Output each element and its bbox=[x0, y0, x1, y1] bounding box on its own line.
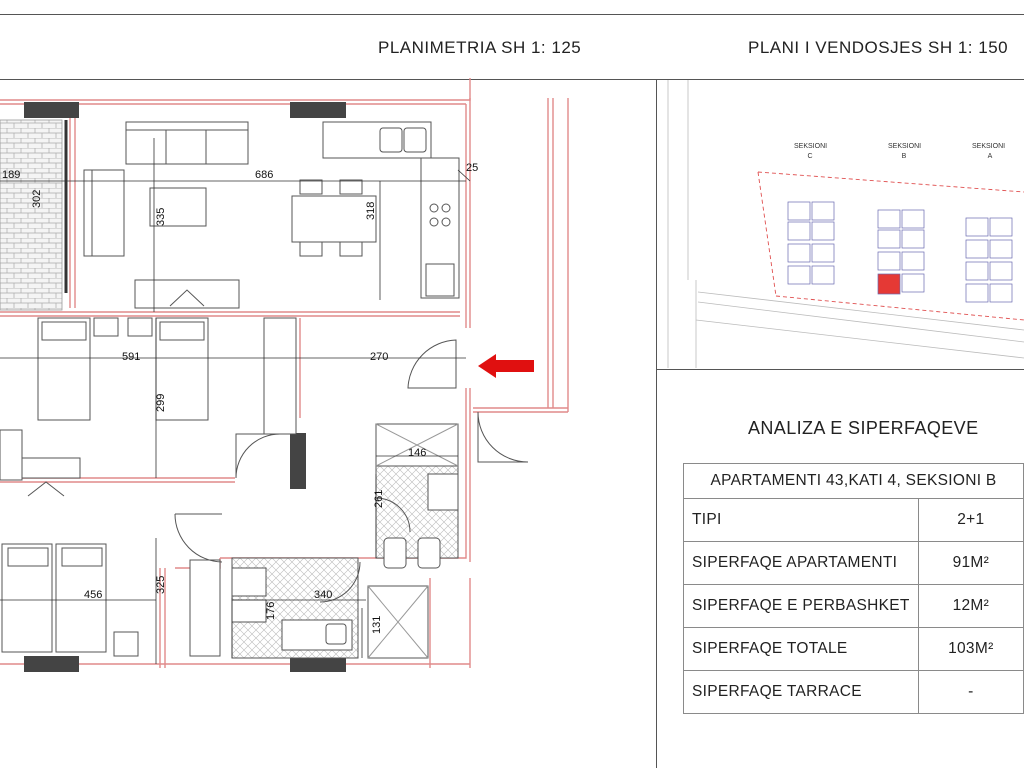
header-divider bbox=[0, 79, 1024, 80]
bedroom-2-furniture bbox=[1, 543, 221, 657]
dim-131: 131 bbox=[371, 616, 383, 634]
dim-270: 270 bbox=[370, 351, 388, 363]
dim-261: 261 bbox=[373, 490, 385, 508]
bathroom-1 bbox=[375, 423, 459, 569]
analysis-title: ANALIZA E SIPERFAQEVE bbox=[748, 418, 979, 438]
dimension-lines bbox=[0, 138, 471, 664]
table-row: SIPERFAQE E PERBASHKET 12M² bbox=[683, 584, 1024, 628]
dim-686: 686 bbox=[255, 169, 273, 181]
door-swings bbox=[174, 339, 529, 603]
panel-divider bbox=[656, 79, 657, 768]
dim-302: 302 bbox=[31, 190, 43, 208]
row-value: 2+1 bbox=[917, 498, 1024, 542]
plan-title: PLANIMETRIA SH 1: 125 bbox=[378, 38, 582, 57]
site-title: PLANI I VENDOSJES SH 1: 150 bbox=[748, 38, 1009, 57]
apartment-header: APARTAMENTI 43,KATI 4, SEKSIONI B bbox=[683, 463, 1024, 499]
row-value: - bbox=[917, 670, 1024, 714]
area-analysis-table: APARTAMENTI 43,KATI 4, SEKSIONI B TIPI 2… bbox=[683, 463, 1024, 714]
dim-176: 176 bbox=[265, 602, 277, 620]
terrace-brick bbox=[0, 119, 63, 311]
section-c-block bbox=[787, 201, 835, 285]
highlighted-apartment bbox=[877, 273, 901, 295]
dim-335: 335 bbox=[155, 208, 167, 226]
living-furniture bbox=[83, 121, 460, 309]
site-divider bbox=[656, 369, 1024, 370]
entrance-arrow-icon bbox=[478, 354, 534, 378]
row-label: TIPI bbox=[683, 498, 919, 542]
dim-189: 189 bbox=[2, 169, 20, 181]
section-a-block bbox=[965, 217, 1013, 303]
dim-591: 591 bbox=[122, 351, 140, 363]
table-row: TIPI 2+1 bbox=[683, 498, 1024, 542]
row-value: 103M² bbox=[917, 627, 1024, 671]
floor-plan: 189 302 686 335 318 25 591 270 299 146 2… bbox=[0, 78, 569, 672]
row-value: 12M² bbox=[917, 584, 1024, 628]
table-row: SIPERFAQE TOTALE 103M² bbox=[683, 627, 1024, 671]
site-boundary bbox=[757, 171, 1024, 321]
section-a-label: SEKSIONI bbox=[972, 143, 1005, 150]
section-c-letter: C bbox=[807, 153, 812, 160]
row-label: SIPERFAQE TARRACE bbox=[683, 670, 919, 714]
dim-325: 325 bbox=[155, 576, 167, 594]
row-label: SIPERFAQE E PERBASHKET bbox=[683, 584, 919, 628]
bathroom-2 bbox=[231, 557, 429, 659]
bedroom-1-furniture bbox=[0, 317, 297, 497]
dim-299: 299 bbox=[155, 394, 167, 412]
table-row: SIPERFAQE APARTAMENTI 91M² bbox=[683, 541, 1024, 585]
dim-146: 146 bbox=[408, 447, 426, 459]
dim-25: 25 bbox=[466, 162, 478, 174]
dim-456: 456 bbox=[84, 589, 102, 601]
row-label: SIPERFAQE TOTALE bbox=[683, 627, 919, 671]
section-a-letter: A bbox=[988, 153, 993, 160]
site-plan: SEKSIONI C SEKSIONI B SEKSIONI A bbox=[667, 80, 1024, 368]
row-value: 91M² bbox=[917, 541, 1024, 585]
section-c-label: SEKSIONI bbox=[794, 143, 827, 150]
row-label: SIPERFAQE APARTAMENTI bbox=[683, 541, 919, 585]
table-header-row: APARTAMENTI 43,KATI 4, SEKSIONI B bbox=[683, 463, 1024, 499]
section-b-label: SEKSIONI bbox=[888, 143, 921, 150]
section-b-letter: B bbox=[902, 153, 907, 160]
section-b-block bbox=[877, 209, 925, 295]
dim-340: 340 bbox=[314, 589, 332, 601]
top-border-line bbox=[0, 14, 1024, 15]
dim-318: 318 bbox=[365, 202, 377, 220]
table-row: SIPERFAQE TARRACE - bbox=[683, 670, 1024, 714]
